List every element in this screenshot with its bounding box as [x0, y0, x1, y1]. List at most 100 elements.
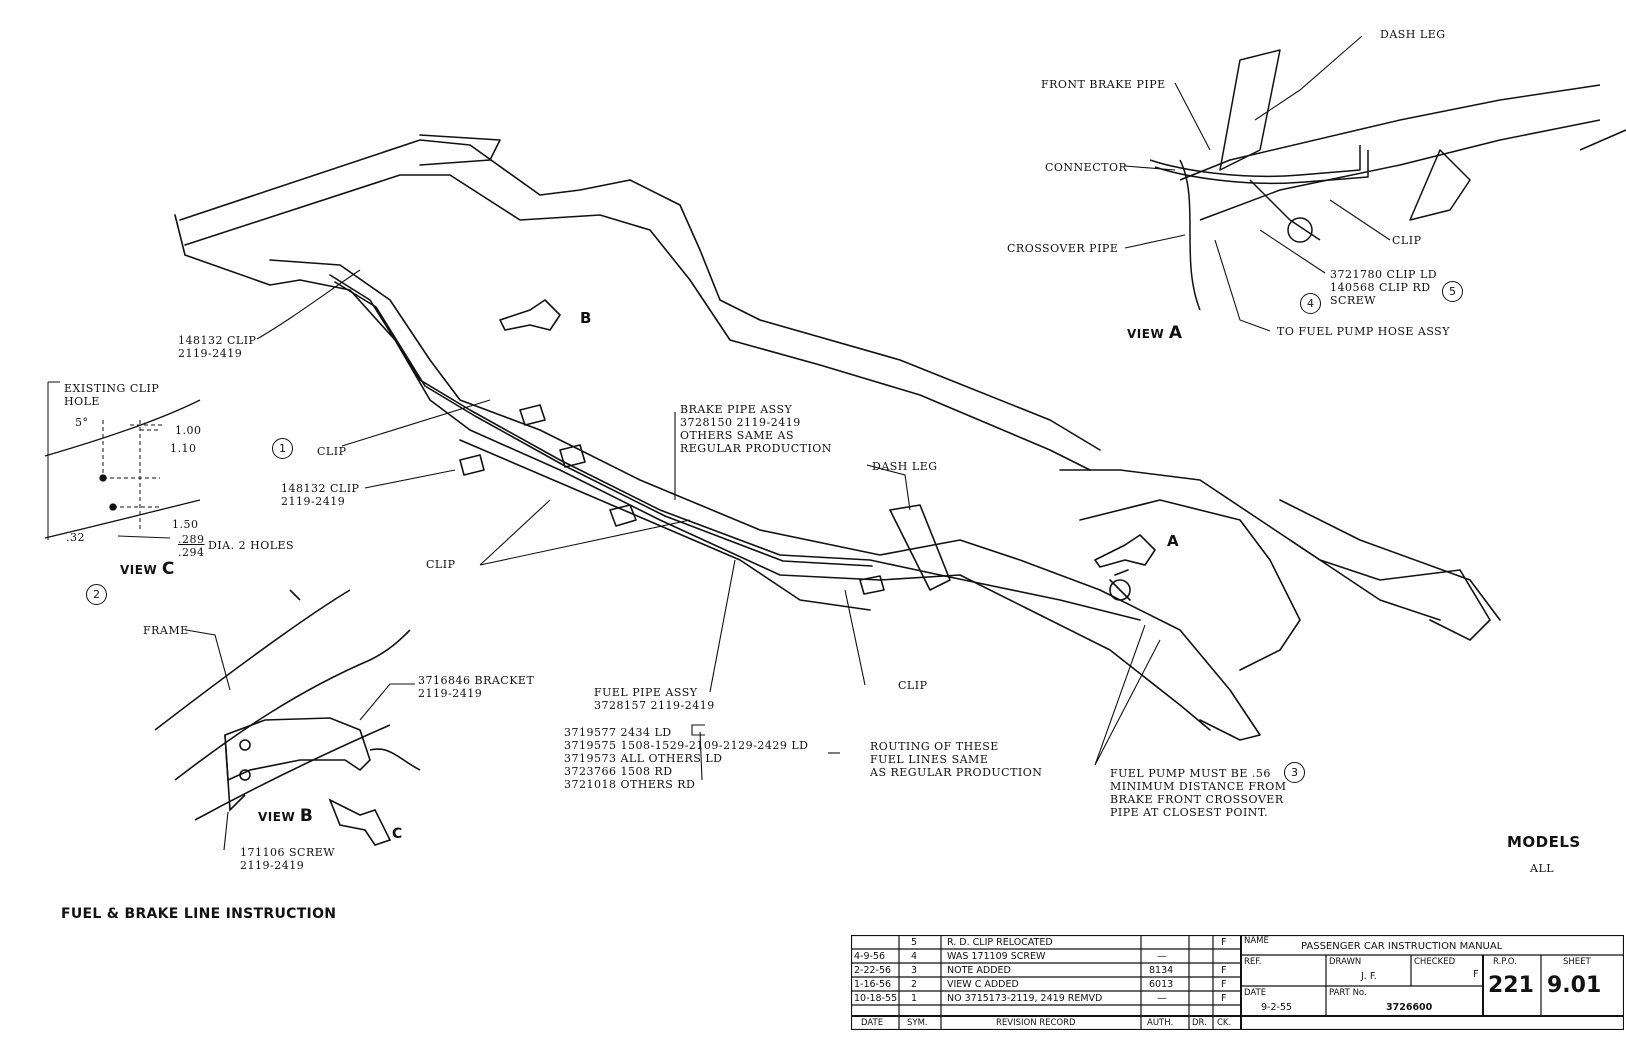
checked-label: CHECKED [1414, 957, 1456, 967]
rev-ck: F [1221, 993, 1227, 1004]
view-letter: A [1168, 323, 1183, 343]
callout-line-1: FUEL PIPE ASSY [594, 686, 698, 699]
arrow-a-label: A [1167, 532, 1180, 550]
rev-auth: — [1157, 993, 1167, 1004]
part-line-2: 140568 CLIP RD [1330, 281, 1431, 294]
part-line-3: SCREW [1330, 294, 1377, 307]
view-a-to-fuel-pump-label: TO FUEL PUMP HOSE ASSY [1277, 325, 1450, 338]
models-label: MODELS [1507, 833, 1581, 851]
page-title: FUEL & BRAKE LINE INSTRUCTION [61, 906, 337, 922]
note-line-3: AS REGULAR PRODUCTION [870, 766, 1043, 779]
rev-sym: 3 [911, 965, 918, 976]
view-a-connector-label: CONNECTOR [1045, 161, 1128, 174]
note-line-1: FUEL PUMP MUST BE .56 [1110, 767, 1271, 780]
label-line-2: 2119-2419 [418, 687, 483, 700]
rpo-label: R.P.O. [1493, 957, 1517, 967]
arrow-b-mark [499, 299, 561, 331]
col-dr: DR. [1192, 1018, 1207, 1028]
view-c-title: VIEW C [120, 561, 175, 578]
callout-line-2: 2119-2419 [281, 495, 346, 508]
rev-auth: — [1157, 951, 1167, 962]
rev-sym: 1 [911, 993, 918, 1004]
callout-line-4: REGULAR PRODUCTION [680, 442, 832, 455]
near-frame-rail [269, 259, 1261, 741]
arrow-c-mark [328, 798, 392, 846]
part-label: PART No. [1329, 988, 1367, 998]
rev-record: VIEW C ADDED [947, 979, 1019, 990]
col-auth: AUTH. [1147, 1018, 1174, 1028]
circled-number-4: 4 [1300, 293, 1321, 314]
col-date: DATE [861, 1018, 884, 1028]
clip-148132-mid-callout: 148132 CLIP 2119-2419 [281, 482, 359, 508]
view-b-frame-label: FRAME [143, 624, 189, 637]
note-line-1: ROUTING OF THESE [870, 740, 999, 753]
label-line-2: HOLE [64, 395, 100, 408]
clip-148132-top-callout: 148132 CLIP 2119-2419 [178, 334, 256, 360]
ref-label: REF. [1244, 957, 1262, 967]
far-frame-rail [179, 139, 1101, 451]
fuel-line-item: 3719575 1508-1529-2109-2129-2429 LD [564, 739, 809, 752]
dia-top: .289 [178, 533, 205, 546]
col-sym: SYM. [907, 1018, 928, 1028]
view-b-bracket-label: 3716846 BRACKET 2119-2419 [418, 674, 534, 700]
circled-number-2: 2 [86, 584, 107, 605]
callout-line-2: 3728157 2119-2419 [594, 699, 715, 712]
view-b-arrow-c-label: C [392, 826, 403, 842]
rev-sym: 2 [911, 979, 918, 990]
rev-sym: 4 [911, 951, 918, 962]
title-block-grid [851, 935, 1624, 1030]
view-word: VIEW [258, 810, 296, 824]
drawn-label: DRAWN [1329, 957, 1362, 967]
arrow-a-mark [1094, 534, 1156, 568]
clip-lower-label: CLIP [426, 558, 456, 571]
fuel-pipe-callout: FUEL PIPE ASSY 3728157 2119-2419 [594, 686, 715, 712]
view-word: VIEW [1127, 327, 1165, 341]
fuel-line-item: 3719577 2434 LD [564, 726, 672, 739]
view-c-dim-1-50: 1.50 [172, 518, 199, 531]
fuel-line-item: 3721018 OTHERS RD [564, 778, 696, 791]
fuel-pump-note: FUEL PUMP MUST BE .56 MINIMUM DISTANCE F… [1110, 767, 1287, 819]
models-value: ALL [1530, 862, 1555, 875]
note-line-4: PIPE AT CLOSEST POINT. [1110, 806, 1269, 819]
view-a-clip-parts: 3721780 CLIP LD 140568 CLIP RD SCREW [1330, 268, 1437, 307]
label-line-1: 3716846 BRACKET [418, 674, 535, 687]
view-b-frame-curve [154, 589, 351, 731]
routing-note: ROUTING OF THESE FUEL LINES SAME AS REGU… [870, 740, 1042, 779]
note-line-3: BRAKE FRONT CROSSOVER [1110, 793, 1284, 806]
clip-left-label: CLIP [317, 445, 347, 458]
callout-line-1: BRAKE PIPE ASSY [680, 403, 793, 416]
rev-ck: F [1221, 965, 1227, 976]
view-a-crossover-pipe-label: CROSSOVER PIPE [1007, 242, 1119, 255]
label-line-2: 2119-2419 [240, 859, 305, 872]
rev-date: 1-16-56 [854, 979, 892, 990]
callout-line-1: 148132 CLIP [281, 482, 360, 495]
view-a-front-brake-pipe-label: FRONT BRAKE PIPE [1041, 78, 1166, 91]
rev-auth: 8134 [1149, 965, 1174, 976]
rev-record: NO 3715173-2119, 2419 REMVD [947, 993, 1103, 1004]
dash-leg-main-label: DASH LEG [872, 460, 938, 473]
rev-date: 2-22-56 [854, 965, 892, 976]
view-c-dia-text: DIA. 2 HOLES [208, 539, 295, 552]
view-letter: C [161, 559, 175, 579]
circled-number-3: 3 [1284, 762, 1305, 783]
label-line-1: 171106 SCREW [240, 846, 336, 859]
view-c-dim-1-10: 1.10 [170, 442, 197, 455]
title-block: 5 R. D. CLIP RELOCATED F 4-9-56 4 WAS 17… [851, 935, 1624, 1030]
col-record: REVISION RECORD [996, 1018, 1076, 1028]
circled-number-5: 5 [1442, 281, 1463, 302]
view-c-diameter: .289 .294 [178, 533, 205, 559]
view-letter: B [299, 806, 314, 826]
rev-date: 4-9-56 [854, 951, 886, 962]
view-c-dim-1-00: 1.00 [175, 424, 202, 437]
circled-number-1: 1 [272, 438, 293, 459]
view-c-dim-32: .32 [66, 531, 85, 544]
clip-bottom-label: CLIP [898, 679, 928, 692]
name-label: NAME [1244, 936, 1269, 946]
dia-bottom: .294 [178, 546, 205, 559]
view-a-clip-label: CLIP [1392, 234, 1422, 247]
part-line-1: 3721780 CLIP LD [1330, 268, 1438, 281]
rev-ck: F [1221, 979, 1227, 990]
rev-record: NOTE ADDED [947, 965, 1011, 976]
callout-line-2: 3728150 2119-2419 [680, 416, 801, 429]
